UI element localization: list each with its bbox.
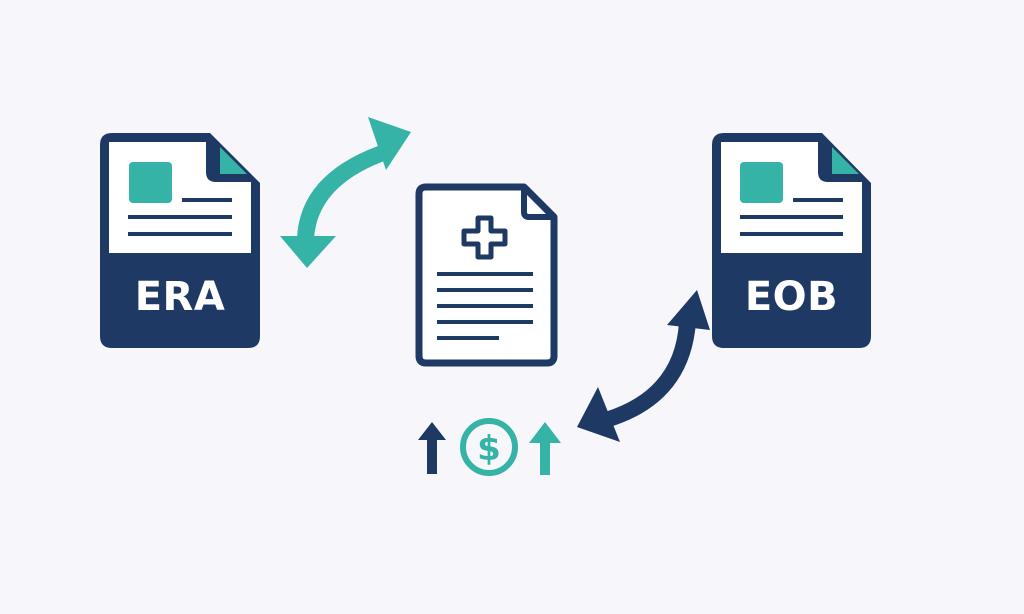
eob-label: EOB <box>744 274 839 320</box>
teal-bidirectional-arrow-icon <box>280 117 411 268</box>
dollar-coin-icon: $ <box>460 418 518 476</box>
navy-up-arrow-icon <box>418 422 446 474</box>
era-label: ERA <box>134 274 226 320</box>
eob-document-icon <box>712 133 871 348</box>
medical-claim-document-icon <box>415 183 558 367</box>
era-document-icon <box>100 133 260 348</box>
svg-text:$: $ <box>477 429 501 469</box>
teal-up-arrow-icon <box>529 422 561 475</box>
navy-bidirectional-arrow-icon <box>577 290 710 442</box>
